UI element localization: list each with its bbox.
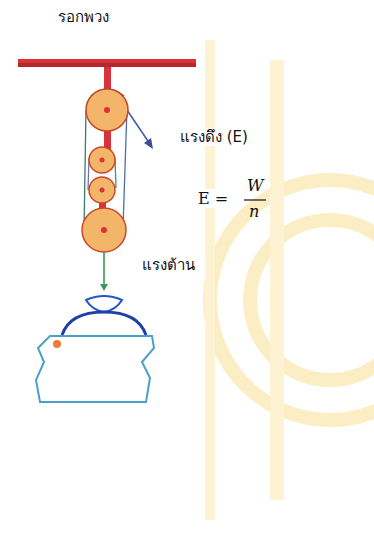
load-handle: [62, 312, 146, 335]
pulleys: [82, 89, 128, 252]
load-bag: [36, 336, 154, 402]
force-label: แรงดึง (E): [178, 128, 250, 146]
pull-arrow: [127, 110, 150, 144]
formula-numerator: W: [247, 176, 263, 195]
pull-arrowhead: [144, 138, 153, 149]
ceiling-shade: [18, 63, 196, 67]
watermark-bars: [205, 40, 284, 520]
load-dot: [53, 340, 61, 348]
hook-arrowhead: [100, 284, 108, 291]
load-knot: [86, 296, 122, 312]
hook-line: [103, 252, 105, 287]
axles: [100, 107, 111, 233]
ceiling-bar: [18, 59, 196, 67]
formula-denominator: n: [249, 202, 259, 221]
title-label: รอกพวง: [58, 8, 109, 26]
fraction-bar: [244, 199, 266, 200]
watermark: [210, 180, 374, 420]
formula-left: E =: [196, 189, 230, 208]
resistance-label: แรงต้าน: [140, 256, 197, 274]
